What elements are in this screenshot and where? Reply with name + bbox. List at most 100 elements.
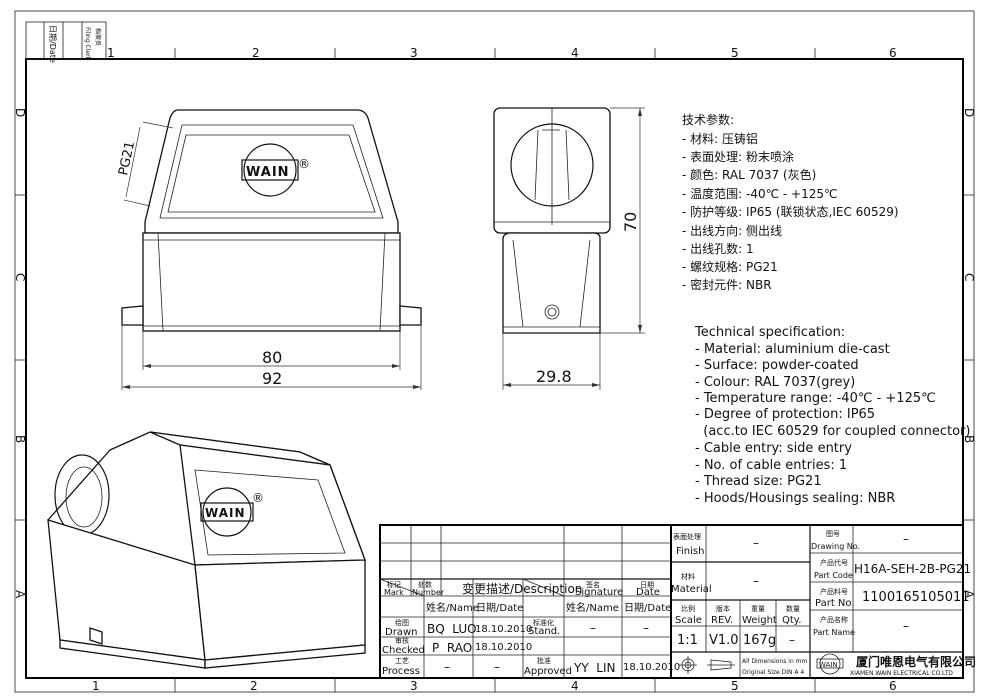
col-label-bottom-3: 3 [410, 679, 418, 693]
date-label: 日期/Date [48, 25, 57, 63]
projection-symbol-icon [679, 656, 735, 674]
checked-name: P RAO [432, 641, 472, 655]
column-markers: 1 2 3 4 5 6 1 2 3 4 5 6 [92, 46, 897, 693]
col-label-top-3: 3 [410, 46, 418, 60]
dims-note-1: All Dimensions in mm [742, 658, 807, 665]
col-label-top-6: 6 [889, 46, 897, 60]
row-label-right-a: A [962, 590, 976, 599]
qty-en: Qty. [782, 615, 801, 626]
finish-en: Finish [676, 546, 704, 557]
signature-en: Signature [575, 587, 623, 598]
process-date: – [494, 660, 500, 674]
front-registered-mark: ® [298, 157, 310, 171]
col-label-bottom-5: 5 [731, 679, 739, 693]
row-label-left-d: D [13, 108, 27, 117]
drawn-en: Drawn [385, 627, 417, 638]
specs-chinese: 技术参数: - 材料: 压铸铝 - 表面处理: 粉末喷涂 - 颜色: RAL 7… [682, 112, 899, 292]
finish-value: – [753, 536, 759, 550]
date-header: 日期/Date [476, 602, 523, 614]
col-label-top-1: 1 [107, 46, 115, 60]
front-view: WAIN ® PG21 80 92 [116, 109, 422, 390]
qty-value: – [789, 633, 795, 647]
row-label-right-c: C [962, 273, 976, 281]
date-header-2: 日期/Date [624, 602, 671, 614]
drawn-cn: 绘图 [395, 618, 409, 627]
specs-en-item: - Temperature range: -40℃ - +125℃ [695, 391, 936, 406]
dim-92: 92 [262, 369, 282, 388]
iso-logo: WAIN [205, 506, 246, 520]
checked-date: 18.10.2010 [475, 642, 532, 653]
part-name-cn: 产品名称 [820, 615, 848, 624]
part-code-cn: 产品代号 [820, 558, 848, 567]
specs-cn-item: - 温度范围: -40℃ - +125℃ [682, 186, 837, 201]
col-label-bottom-6: 6 [889, 679, 897, 693]
specs-english: Technical specification: - Material: alu… [694, 325, 970, 506]
specs-cn-item: - 表面处理: 粉末喷涂 [682, 149, 794, 164]
approved-en: Approved [524, 666, 572, 677]
material-en: Material [671, 584, 712, 595]
specs-en-title: Technical specification: [694, 325, 845, 340]
process-name: – [444, 660, 450, 674]
number-cn: 处数 [418, 580, 432, 589]
weight-value: 167g [743, 633, 776, 648]
col-label-top-4: 4 [571, 46, 579, 60]
approved-date: 18.10.2010 [623, 662, 680, 673]
isometric-view: WAIN ® [47, 431, 366, 669]
side-view: 70 29.8 [493, 107, 645, 390]
specs-en-item: - No. of cable entries: 1 [695, 458, 847, 473]
dim-80: 80 [262, 348, 282, 367]
process-en: Process [382, 666, 420, 677]
part-code-value: H16A-SEH-2B-PG21 [854, 562, 971, 576]
specs-en-item: - Colour: RAL 7037(grey) [695, 375, 855, 390]
description-header: 变更描述/Description [462, 581, 582, 596]
specs-cn-title: 技术参数: [682, 112, 734, 127]
drawn-date: 18.10.2010 [475, 624, 532, 635]
row-label-right-d: D [962, 108, 976, 117]
part-no-value: 1100165105011 [862, 590, 970, 605]
filing-label-cn: 档案员 [94, 28, 102, 46]
dims-note-2: Original Size DIN A 4 [742, 669, 804, 676]
drawing-no-value: – [903, 532, 909, 546]
approved-name: YY LIN [573, 661, 616, 675]
filing-block: 日期/Date 档案员 Filing Clerk [25, 21, 107, 63]
row-label-right-b: B [962, 435, 976, 443]
checked-en: Checked [382, 645, 425, 656]
company-logo-text: WAIN [819, 661, 838, 669]
thread-size-label: PG21 [116, 140, 138, 177]
specs-cn-item: - 密封元件: NBR [682, 277, 772, 292]
stand-cn: 标准化 [533, 618, 554, 627]
qty-cn: 数量 [786, 604, 800, 613]
specs-cn-item: - 材料: 压铸铝 [682, 131, 758, 146]
row-label-left-b: B [13, 435, 27, 443]
dim-29-8: 29.8 [536, 367, 572, 386]
stand-en: Stand. [528, 626, 560, 637]
part-name-en: Part Name [813, 628, 855, 637]
specs-cn-item: - 颜色: RAL 7037 (灰色) [682, 167, 816, 182]
specs-en-item: - Hoods/Housings sealing: NBR [695, 491, 895, 506]
part-no-cn: 产品料号 [820, 587, 848, 596]
specs-cn-item: - 出线方向: 侧出线 [682, 223, 782, 238]
company-logo: WAIN [816, 653, 844, 675]
rev-en: REV. [711, 615, 733, 626]
name-header: 姓名/Name [426, 601, 479, 614]
outer-border [14, 10, 975, 693]
rev-cn: 版本 [716, 604, 730, 613]
col-label-top-5: 5 [731, 46, 739, 60]
specs-cn-item: - 螺纹规格: PG21 [682, 259, 778, 274]
mark-cn: 标记 [387, 580, 401, 589]
specs-en-item: - Thread size: PG21 [695, 474, 822, 489]
scale-en: Scale [675, 615, 702, 626]
date-en: Date [636, 587, 660, 598]
row-markers: D C B A D C B A [13, 108, 976, 599]
weight-cn: 重量 [751, 605, 765, 613]
signature-cn: 签名 [586, 580, 600, 589]
part-name-value: – [903, 619, 909, 633]
col-label-bottom-4: 4 [571, 679, 579, 693]
specs-en-item: (acc.to IEC 60529 for coupled connector) [695, 424, 970, 439]
specs-cn-item: - 防护等级: IP65 (联锁状态,IEC 60529) [682, 204, 899, 219]
title-block: 表面处理 Finish – 材料 Material – 比例 Scale 版本 … [670, 524, 976, 679]
revision-table: 标记 Mark 处数 Number 变更描述/Description 签名 Si… [379, 524, 680, 679]
drawing-no-cn: 图号 [826, 530, 840, 538]
material-cn: 材料 [681, 572, 695, 581]
material-value: – [753, 574, 759, 588]
